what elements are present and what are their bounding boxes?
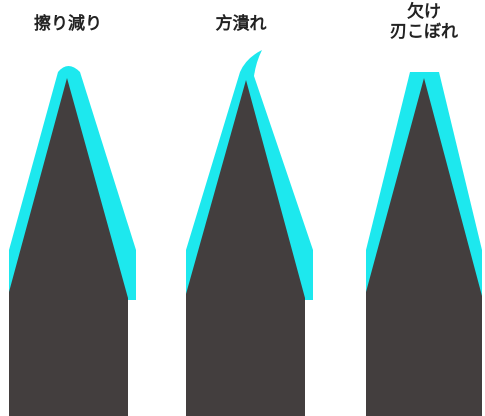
blade-one-sided: [186, 50, 313, 416]
label-chipped-line-1: 欠け: [407, 2, 441, 22]
label-chipped: 欠け 刃こぼれ: [364, 2, 484, 42]
blade-chipped-body: [366, 78, 482, 416]
blade-worn-body: [9, 78, 128, 416]
blade-worn: [9, 66, 136, 416]
blade-one-sided-body: [186, 80, 305, 416]
label-one-sided-crush: 方潰れ: [215, 14, 267, 34]
blade-chipped: [366, 72, 482, 416]
label-worn-tip: 擦り減り: [34, 14, 102, 34]
label-chipped-line-2: 刃こぼれ: [390, 22, 458, 42]
